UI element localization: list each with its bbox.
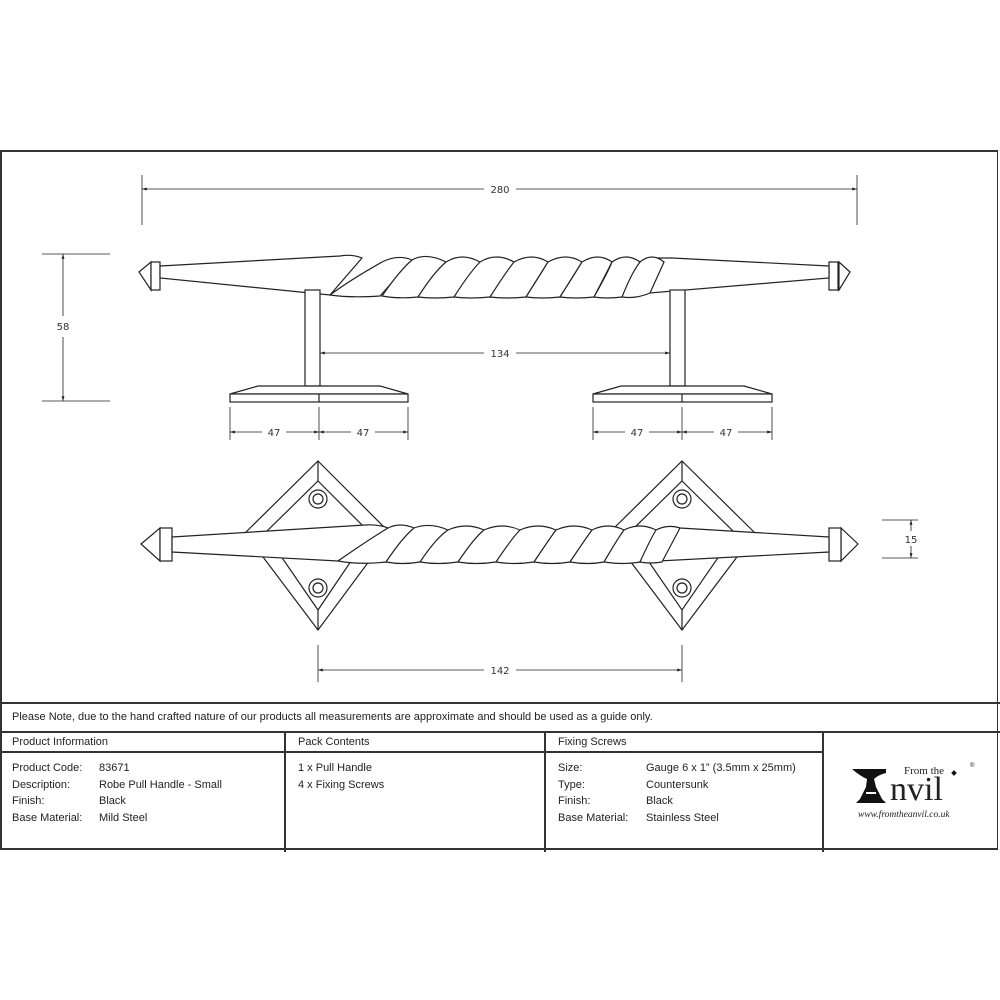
info-row-product-code: Product Code: 83671 (12, 760, 284, 777)
product-information-heading: Product Information (0, 733, 284, 753)
pack-contents-heading: Pack Contents (286, 733, 544, 753)
logo-registered: ® (970, 763, 975, 769)
screw-label: Finish: (558, 795, 591, 808)
screw-value: Black (646, 795, 673, 808)
dim-bar-diameter: 15 (905, 535, 918, 546)
side-view (42, 175, 858, 440)
info-row-base-material: Base Material: Mild Steel (12, 810, 284, 827)
screw-row-finish: Finish: Black (558, 793, 822, 810)
fixing-screws-heading: Fixing Screws (546, 733, 822, 753)
info-label: Description: (12, 778, 71, 791)
dim-backplate-left-b: 47 (357, 428, 370, 439)
drawing-sheet-border (0, 150, 998, 850)
dim-fixing-centres-side: 134 (490, 349, 509, 360)
info-table: Product Information Product Code: 83671 … (0, 731, 1000, 852)
pack-item: 1 x Pull Handle (298, 762, 372, 774)
dim-fixing-centres-front: 142 (490, 666, 509, 677)
info-label: Base Material: (12, 812, 83, 825)
dim-overall-length: 280 (490, 185, 509, 196)
logo-dot (951, 770, 957, 776)
logo-url: www.fromtheanvil.co.uk (858, 810, 950, 820)
pack-item: 4 x Fixing Screws (298, 778, 385, 791)
logo-word: nvil (890, 771, 943, 808)
screw-row-size: Size: Gauge 6 x 1” (3.5mm x 25mm) (558, 760, 822, 777)
anvil-icon (852, 769, 886, 803)
screw-label: Size: (558, 762, 583, 774)
info-label: Finish: (12, 795, 45, 808)
dim-backplate-right-a: 47 (631, 428, 644, 439)
pack-contents-panel: Pack Contents 1 x Pull Handle 4 x Fixing… (286, 733, 546, 852)
logo-from-the: From the (904, 765, 945, 777)
dim-backplate-right-b: 47 (720, 428, 733, 439)
screw-label: Base Material: (558, 812, 629, 825)
info-row-description: Description: Robe Pull Handle - Small (12, 777, 284, 794)
screw-value: Gauge 6 x 1” (3.5mm x 25mm) (646, 762, 796, 774)
fixing-screws-panel: Fixing Screws Size: Gauge 6 x 1” (3.5mm … (546, 733, 824, 852)
measurement-note: Please Note, due to the hand crafted nat… (0, 702, 1000, 732)
logo-panel: From the nvil ® www.fromtheanvil.co.uk (824, 733, 1000, 852)
info-label: Product Code: (12, 762, 83, 774)
product-information-panel: Product Information Product Code: 83671 … (0, 733, 286, 852)
screw-label: Type: (558, 778, 585, 791)
info-value: Mild Steel (99, 812, 148, 825)
info-value: Black (99, 795, 126, 808)
screw-row-type: Type: Countersunk (558, 777, 822, 794)
front-view (140, 460, 918, 682)
info-value: 83671 (99, 762, 130, 774)
from-the-anvil-logo: From the nvil ® www.fromtheanvil.co.uk (852, 763, 982, 823)
dim-backplate-left-a: 47 (268, 428, 281, 439)
screw-value: Countersunk (646, 778, 709, 791)
dim-height: 58 (57, 322, 70, 333)
screw-value: Stainless Steel (646, 812, 719, 825)
info-value: Robe Pull Handle - Small (99, 778, 222, 791)
info-row-finish: Finish: Black (12, 793, 284, 810)
screw-row-base-material: Base Material: Stainless Steel (558, 810, 822, 827)
